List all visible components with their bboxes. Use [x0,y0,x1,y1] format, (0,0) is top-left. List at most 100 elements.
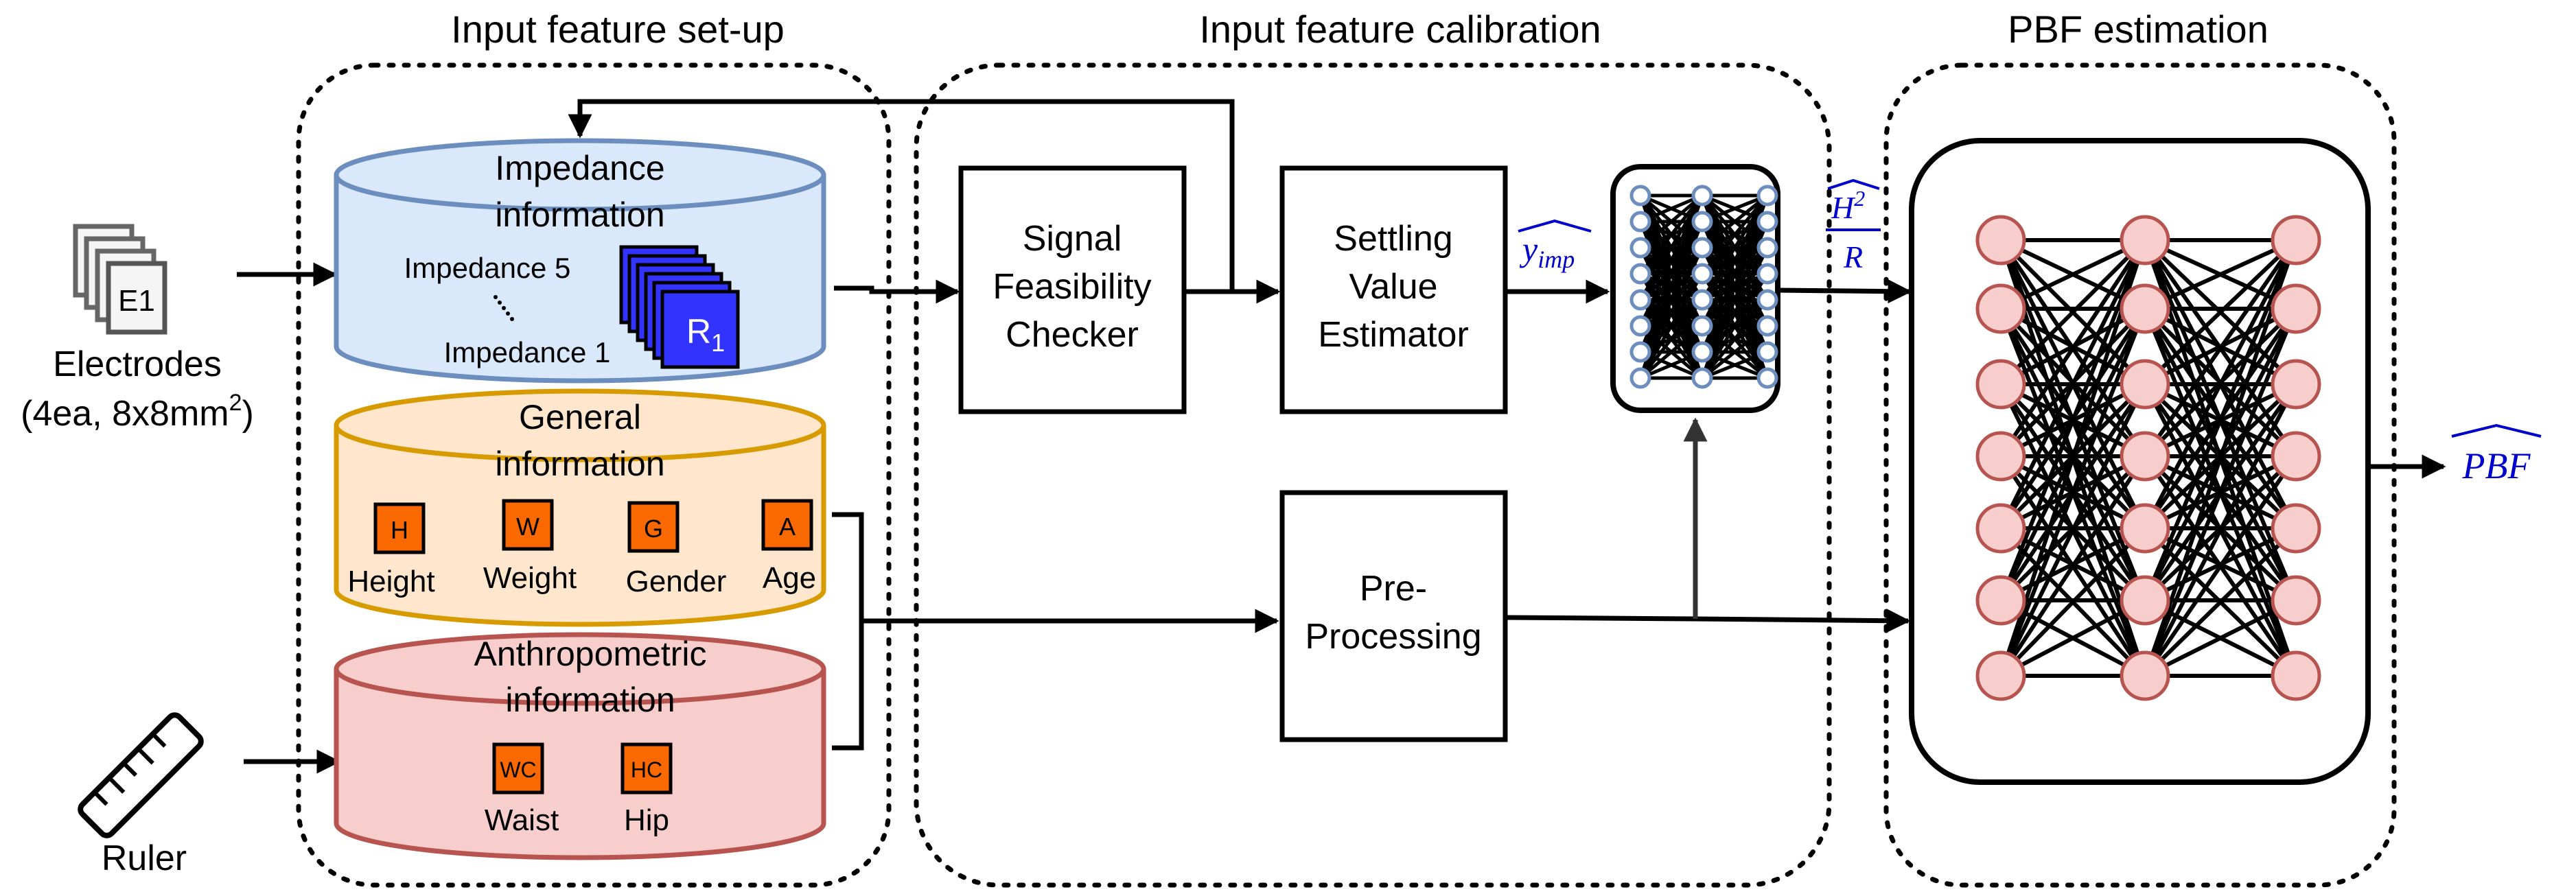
preprocessing-line-2: Processing [1305,617,1481,657]
pbf-symbol: PBF [2462,445,2531,486]
general-title-1: General [519,398,641,436]
setup-group [296,62,892,888]
nn-edge [2143,383,2298,677]
pbf-output-label: PBF [2451,423,2542,486]
settling-value-estimator-box: Settling Value Estimator [1279,165,1508,414]
small-nn-node [1756,367,1778,389]
big-nn-node [2271,283,2321,334]
small-nn-node [1756,237,1778,259]
small-nn-node [1629,185,1651,207]
big-nn-node [2120,215,2170,266]
badge-h [373,502,426,554]
nn-edge [2144,598,2297,678]
general-information-db: General information H Height W Weight G … [334,388,826,627]
anthropometric-information-db: Anthropometric information WC Waist HC H… [334,632,826,860]
small-neural-network [1610,164,1780,413]
calibration-group [914,62,1832,888]
nn-edge [1999,526,2147,678]
waist-label: Waist [485,803,559,837]
badge-hc-text: HC [631,757,662,782]
badge-w-text: W [516,513,539,541]
svg-text:H2: H2 [1831,186,1865,225]
nn-edge [2143,239,2298,530]
nn-edge [1638,246,1704,379]
h2-superscript: 2 [1854,186,1865,211]
nn-edge [2143,239,2298,602]
nn-edge [1999,239,2147,602]
nn-edge [1700,221,1769,379]
feasibility-line-3: Checker [1006,315,1139,355]
ruler-icon [78,712,204,838]
anthro-title-2: information [505,681,675,719]
nn-edge [1640,350,1703,380]
small-nn-node [1691,341,1713,363]
nn-edge [2143,526,2298,678]
nn-edge [1701,325,1769,379]
preprocessing-line-1: Pre- [1360,569,1427,609]
badge-g [627,501,680,553]
big-nn-node [2271,359,2321,410]
small-nn-node [1629,237,1651,259]
small-nn-node [1629,367,1651,389]
small-nn-node [1691,237,1713,259]
nn-edge [1999,239,2147,458]
electrode-icon-label: E1 [118,284,155,318]
small-nn-node [1629,289,1651,311]
big-nn-node [2120,503,2170,554]
y-imp-symbol: y [1519,230,1538,268]
feasibility-line-1: Signal [1023,219,1122,259]
nn-edge [1700,246,1769,379]
small-nn-node [1691,367,1713,389]
nn-edge [1999,383,2147,677]
big-nn-node [2120,359,2170,410]
small-nn-node [1756,263,1778,285]
badge-h-text: H [391,516,408,544]
big-nn-node [2120,431,2170,482]
impedance-5-label: Impedance 5 [404,252,571,284]
small-nn-to-big-nn-arrow [1777,279,1912,304]
settling-line-2: Value [1349,267,1437,307]
nn-edge [1999,307,2147,677]
nn-edge [1702,350,1768,380]
big-nn-node [1975,359,2026,410]
nn-edge [2143,455,2298,677]
small-nn-node [1629,315,1651,337]
big-nn-node [2120,650,2170,701]
nn-edge [1999,598,2146,678]
small-nn-node [1756,315,1778,337]
big-nn-node [1975,215,2026,266]
small-nn-node [1691,211,1713,233]
hip-label: Hip [624,803,669,837]
nn-edge [1999,238,2147,386]
h2-over-r-label: H2 R [1826,178,1881,274]
electrodes-spec: (4ea, 8x8mm2) [21,390,254,434]
nn-edge [2143,239,2298,677]
signal-feasibility-checker-box: Signal Feasibility Checker [958,165,1187,414]
y-imp-subscript: imp [1538,246,1575,273]
bracket-connector [832,512,864,751]
settling-line-1: Settling [1334,219,1452,259]
nn-edge [1701,298,1769,379]
impedance-to-feasibility-arrow [834,279,960,304]
feasibility-line-2: Feasibility [993,267,1151,307]
nn-edge [1639,194,1704,249]
general-title-2: information [495,445,664,483]
impedance-title-1: Impedance [495,149,664,187]
small-nn-node [1629,211,1651,233]
preprocessing-to-nn-arrow [1505,609,1911,633]
small-nn-node [1691,315,1713,337]
small-nn-node [1691,263,1713,285]
small-nn-node [1756,289,1778,311]
big-nn-node [2271,650,2321,701]
nn-edge [1702,193,1768,224]
ellipsis-dots [494,295,514,321]
big-nn-node [2120,283,2170,334]
badge-wc-text: WC [500,757,536,782]
pre-processing-box: Pre- Processing [1279,490,1508,742]
big-nn-node [2120,575,2170,626]
nn-edge [1639,325,1704,379]
nn-edge [1640,193,1703,224]
big-nn-node [2271,431,2321,482]
impedance-title-2: information [495,196,664,234]
